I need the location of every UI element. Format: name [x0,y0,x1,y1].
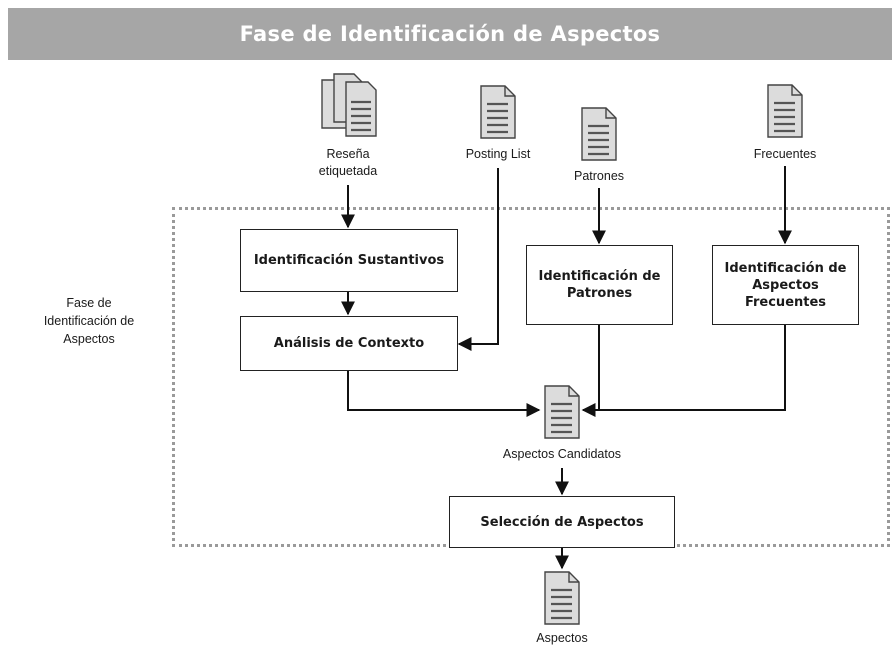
box-analisis-contexto: Análisis de Contexto [240,316,458,371]
caption-aspectos: Aspectos [536,631,588,645]
stacked-documents-icon [321,73,377,137]
arrow-contexto-to-candidatos [347,371,541,417]
caption-posting-list: Posting List [465,147,531,161]
arrow-idpatrones-to-candidatos [583,325,600,411]
box-identificacion-patrones: Identificación de Patrones [526,245,673,325]
box-seleccion-aspectos: Selección de Aspectos [449,496,675,548]
posting-list-document-icon [480,85,516,139]
aspectos-document-icon [544,571,580,625]
caption-resena: Reseña etiquetada [318,147,378,178]
frecuentes-document-icon [767,84,803,138]
patrones-document-icon [581,107,617,161]
arrow-posting-to-contexto [457,168,499,351]
candidatos-document-icon [544,385,580,439]
arrow-idfrecuentes-to-candidatos [581,325,786,417]
page-title: Fase de Identificación de Aspectos [8,8,892,60]
box-identificacion-sustantivos: Identificación Sustantivos [240,229,458,292]
caption-aspectos-candidatos: Aspectos Candidatos [502,447,622,461]
phase-label: Fase de Identificación de Aspectos [43,296,135,346]
caption-patrones: Patrones [573,169,625,183]
caption-frecuentes: Frecuentes [753,147,817,161]
box-identificacion-frecuentes: Identificación de Aspectos Frecuentes [712,245,859,325]
